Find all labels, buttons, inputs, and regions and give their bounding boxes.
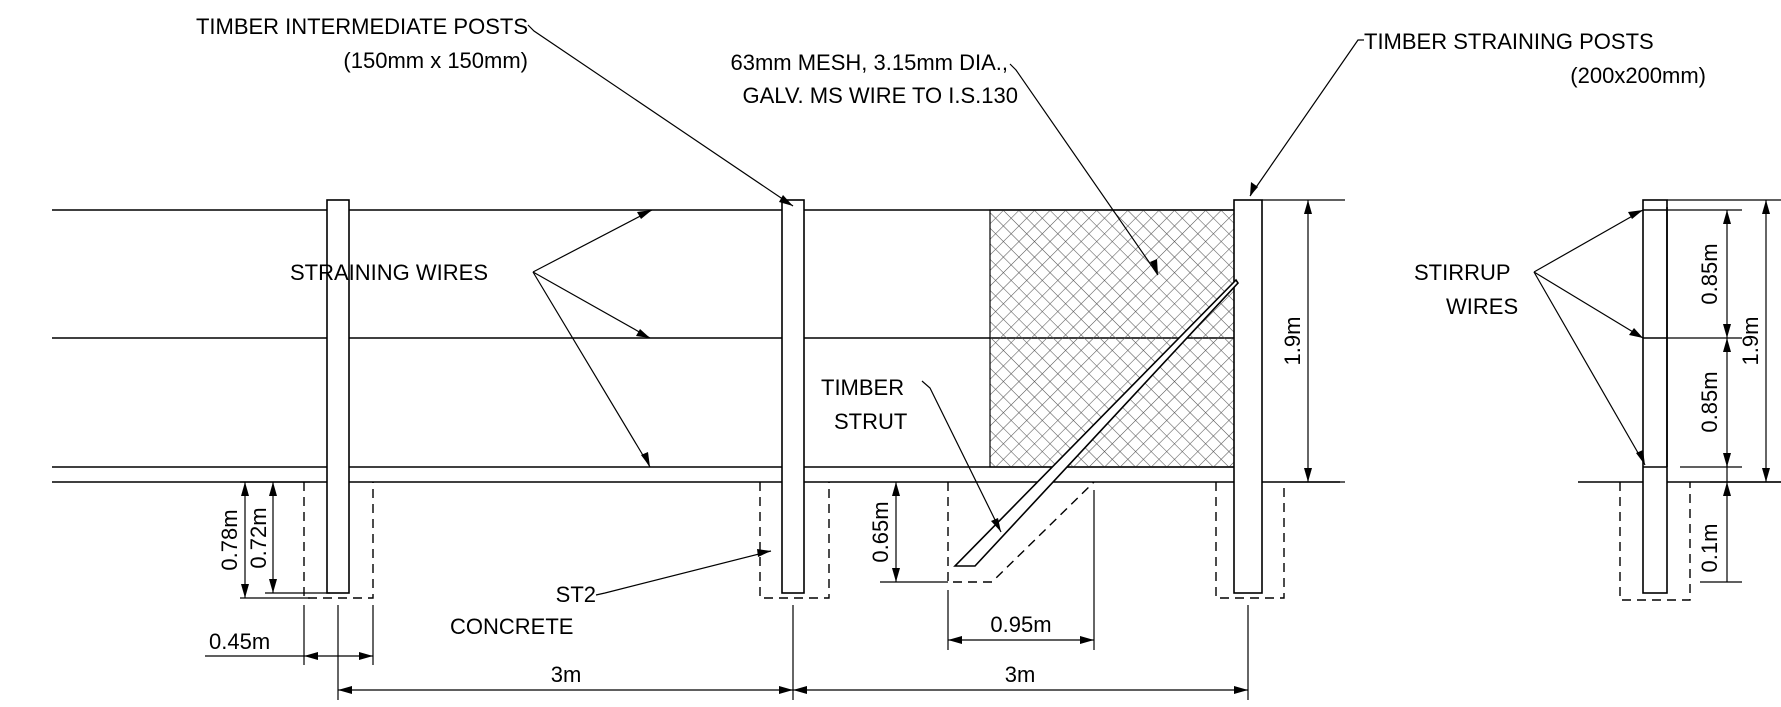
label-straining-posts: TIMBER STRAINING POSTS — [1364, 29, 1654, 54]
concrete-footing-middle — [759, 482, 830, 599]
arrowhead — [757, 549, 771, 557]
dim-side-upper: 0.85m — [1697, 243, 1722, 304]
dim-footing-width: 0.45m — [209, 629, 270, 654]
label-straining-posts-size: (200x200mm) — [1570, 63, 1706, 88]
timber-strut — [953, 278, 1240, 567]
label-intermediate-posts-size: (150mm x 150mm) — [343, 48, 528, 73]
intermediate-posts-leader — [527, 24, 794, 207]
dim-span-2: 3m — [1005, 662, 1036, 687]
dim-side-embed: 0.1m — [1697, 524, 1722, 573]
stirrup-leader-top — [1533, 209, 1644, 273]
stirrup-leader-bottom — [1533, 271, 1646, 466]
label-stirrup-line2: WIRES — [1446, 294, 1518, 319]
label-concrete-line1: ST2 — [556, 582, 596, 607]
dim-strut-run: 0.95m — [990, 612, 1051, 637]
arrowhead — [991, 518, 1001, 532]
concrete-footing-left — [303, 482, 374, 599]
concrete-leader — [595, 550, 772, 596]
label-strut-line2: STRUT — [834, 409, 907, 434]
arrowhead — [641, 452, 650, 467]
timber-strut-leader — [921, 380, 1002, 533]
intermediate-post-left — [326, 199, 350, 594]
label-stirrup-line1: STIRRUP — [1414, 260, 1511, 285]
mesh-leader — [1009, 63, 1159, 276]
dim-span-1: 3m — [551, 662, 582, 687]
arrowhead — [637, 210, 652, 219]
dim-strut-depth: 0.65m — [868, 501, 893, 562]
straining-wires-leader-top — [532, 209, 653, 273]
arrowhead — [779, 195, 793, 206]
label-intermediate-posts: TIMBER INTERMEDIATE POSTS — [196, 14, 528, 39]
label-mesh-line2: GALV. MS WIRE TO I.S.130 — [742, 83, 1018, 108]
concrete-footing-right — [1215, 482, 1285, 599]
dim-post-embed: 0.72m — [246, 507, 271, 568]
straining-post — [1233, 199, 1263, 594]
label-straining-wires: STRAINING WIRES — [290, 260, 488, 285]
straining-posts-leader — [1249, 39, 1364, 197]
arrowhead — [1150, 259, 1158, 275]
wire-mesh-panel — [989, 209, 1251, 468]
side-straining-post — [1642, 199, 1668, 594]
side-concrete-footing — [1619, 482, 1691, 601]
arrowhead — [636, 329, 650, 338]
dim-fence-height: 1.9m — [1280, 317, 1305, 366]
dim-side-lower: 0.85m — [1697, 371, 1722, 432]
dim-side-total: 1.9m — [1738, 317, 1763, 366]
stirrup-leader-middle — [1533, 271, 1644, 339]
straining-wires-leader-middle — [532, 271, 651, 339]
intermediate-post-middle — [781, 199, 805, 594]
dim-footing-depth: 0.78m — [217, 509, 242, 570]
label-strut-line1: TIMBER — [821, 375, 904, 400]
arrowhead — [1250, 182, 1258, 196]
straining-wires-leader-bottom — [532, 271, 651, 468]
strut-footing — [947, 481, 1095, 583]
label-concrete-line2: CONCRETE — [450, 614, 573, 639]
label-mesh-line1: 63mm MESH, 3.15mm DIA., — [730, 50, 1008, 75]
